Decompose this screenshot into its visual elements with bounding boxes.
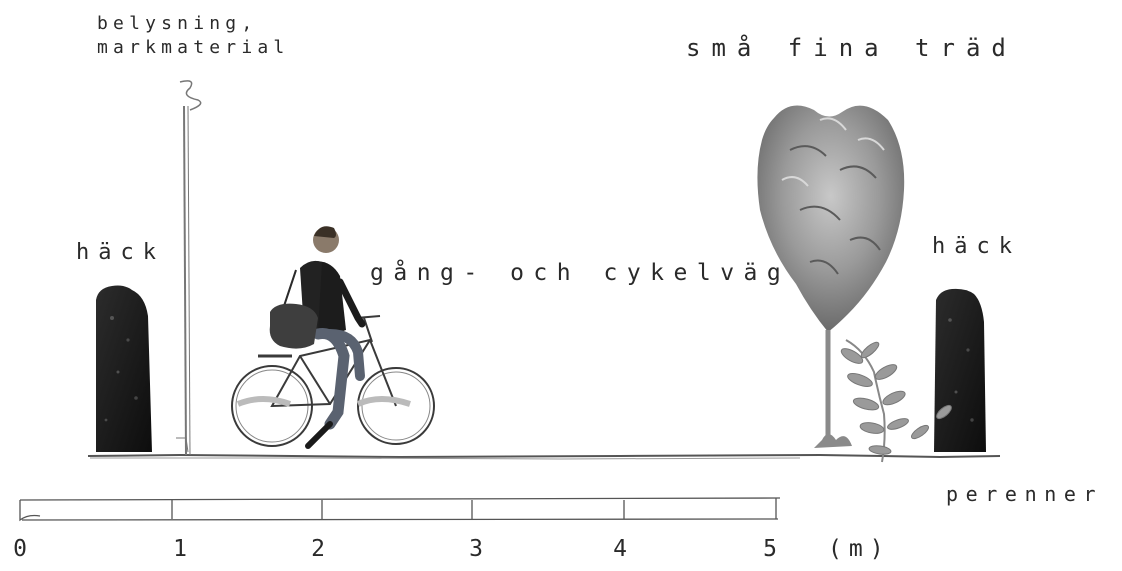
right-hedge-label: häck bbox=[932, 234, 1021, 259]
perennial-plant bbox=[840, 339, 952, 463]
small-tree bbox=[757, 105, 905, 448]
scale-tick-label: 3 bbox=[469, 536, 483, 562]
scale-tick-label: 2 bbox=[311, 536, 325, 562]
left-hedge bbox=[96, 285, 152, 452]
lighting-label-line-2: markmaterial bbox=[97, 37, 290, 59]
lighting-label: belysning, markmaterial bbox=[97, 12, 289, 61]
scale-tick-label: 5 bbox=[763, 536, 777, 562]
bike-front-wheel bbox=[357, 367, 435, 445]
path-label: gång- och cykelväg bbox=[370, 260, 791, 286]
scale-tick-label: 0 bbox=[13, 536, 27, 562]
bike-rear-wheel bbox=[231, 365, 313, 447]
cyclist bbox=[231, 226, 435, 449]
ground-line bbox=[87, 453, 1001, 460]
small-trees-label: små fina träd bbox=[686, 34, 1017, 62]
scale-tick-label: 4 bbox=[613, 536, 627, 562]
lamp-post bbox=[176, 80, 202, 456]
scale-bar bbox=[19, 497, 781, 522]
right-hedge bbox=[934, 288, 986, 452]
scale-tick-label: 1 bbox=[173, 536, 187, 562]
scale-unit-label: (m) bbox=[828, 536, 891, 562]
lighting-label-line-1: belysning, bbox=[97, 13, 258, 34]
left-hedge-label: häck bbox=[76, 240, 165, 265]
perennials-label: perenner bbox=[946, 482, 1104, 506]
